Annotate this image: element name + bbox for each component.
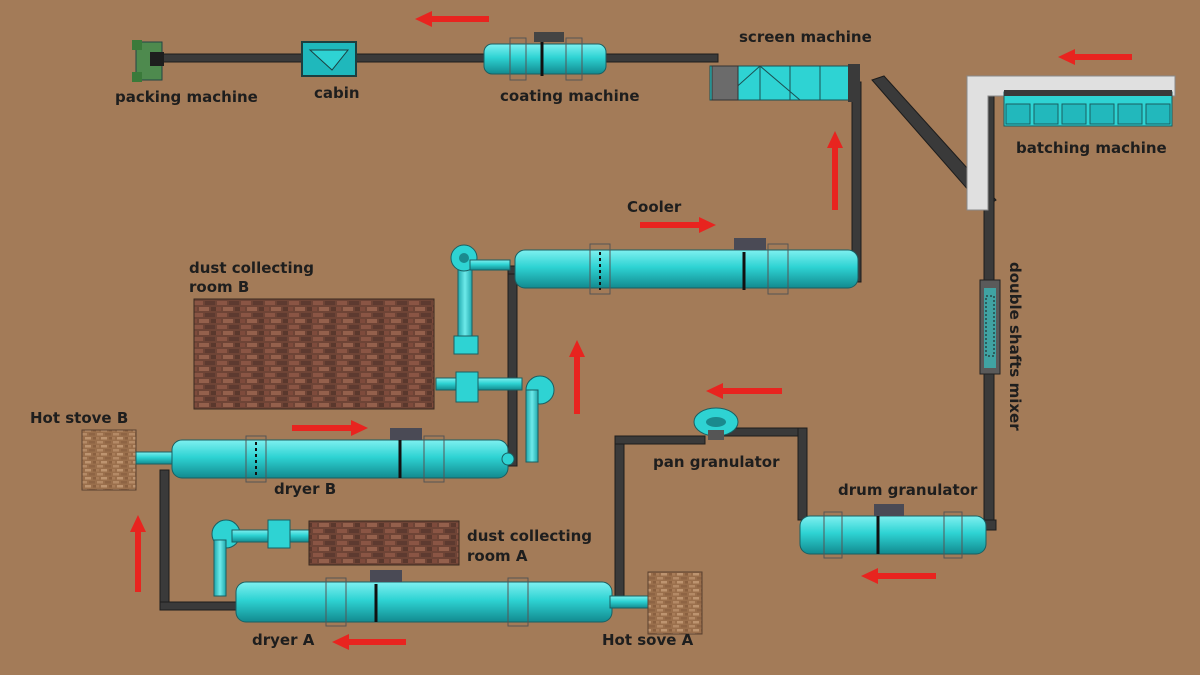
pan-granulator (693, 407, 739, 440)
arrow-left-icon (861, 568, 936, 584)
dryer-a (235, 570, 651, 627)
arrow-left-icon (706, 383, 782, 399)
double-shafts-mixer (979, 279, 1001, 375)
label-dryer-b: dryer B (274, 480, 337, 498)
cooler (514, 238, 859, 295)
conveyor-cabin-coating (351, 53, 488, 63)
label-pan-granulator: pan granulator (653, 453, 780, 471)
arrow-up-icon (827, 131, 843, 210)
packing-machine (132, 40, 164, 82)
arrow-up-icon (130, 515, 146, 592)
label-cooler: Cooler (627, 198, 682, 216)
screen-machine (709, 64, 860, 102)
elevator-dryer-a (614, 435, 625, 597)
flow-arrows (130, 11, 1132, 650)
label-dust-room-b-line2: room B (189, 278, 250, 296)
elevator-dryer-a-b (159, 469, 170, 611)
arrow-left-icon (415, 11, 489, 27)
label-dust-room-b-line1: dust collecting (189, 259, 315, 277)
arrow-right-icon (640, 217, 716, 233)
label-batching-machine: batching machine (1016, 139, 1167, 157)
label-hot-stove-a: Hot sove A (602, 631, 694, 649)
coating-machine (483, 32, 607, 81)
arrow-up-icon (569, 340, 585, 414)
label-dryer-a: dryer A (252, 631, 315, 649)
elevator-drum (797, 427, 808, 521)
label-dust-room-a-line1: dust collecting (467, 527, 593, 545)
arrow-left-icon (332, 634, 406, 650)
drum-granulator (799, 504, 987, 559)
dust-collecting-room-b (193, 298, 435, 410)
inclined-belt-batching (871, 75, 997, 209)
arrow-left-icon (1058, 49, 1132, 65)
label-hot-stove-b: Hot stove B (30, 409, 129, 427)
dust-collecting-room-a (308, 520, 460, 566)
batching-machine (966, 75, 1176, 211)
hot-stove-b (81, 429, 137, 491)
hot-stove-a (647, 571, 703, 635)
conveyor-coating-screen (603, 53, 719, 63)
label-dust-room-a-line2: room A (467, 547, 528, 565)
conveyor-packing-cabin (161, 53, 313, 63)
cyclone-b (435, 244, 555, 463)
dryer-b (135, 428, 515, 483)
label-packing-machine: packing machine (115, 88, 258, 106)
cabin (301, 41, 357, 77)
label-coating-machine: coating machine (500, 87, 640, 105)
arrow-right-icon (292, 420, 368, 436)
label-screen-machine: screen machine (739, 28, 872, 46)
label-drum-granulator: drum granulator (838, 481, 978, 499)
belt-to-pan (614, 435, 706, 445)
cyclone-a (211, 519, 313, 597)
label-double-shafts-mixer: double shafts mixer (1006, 262, 1024, 431)
elevator-dryer-b-cooler (507, 265, 518, 467)
label-cabin: cabin (314, 84, 360, 102)
